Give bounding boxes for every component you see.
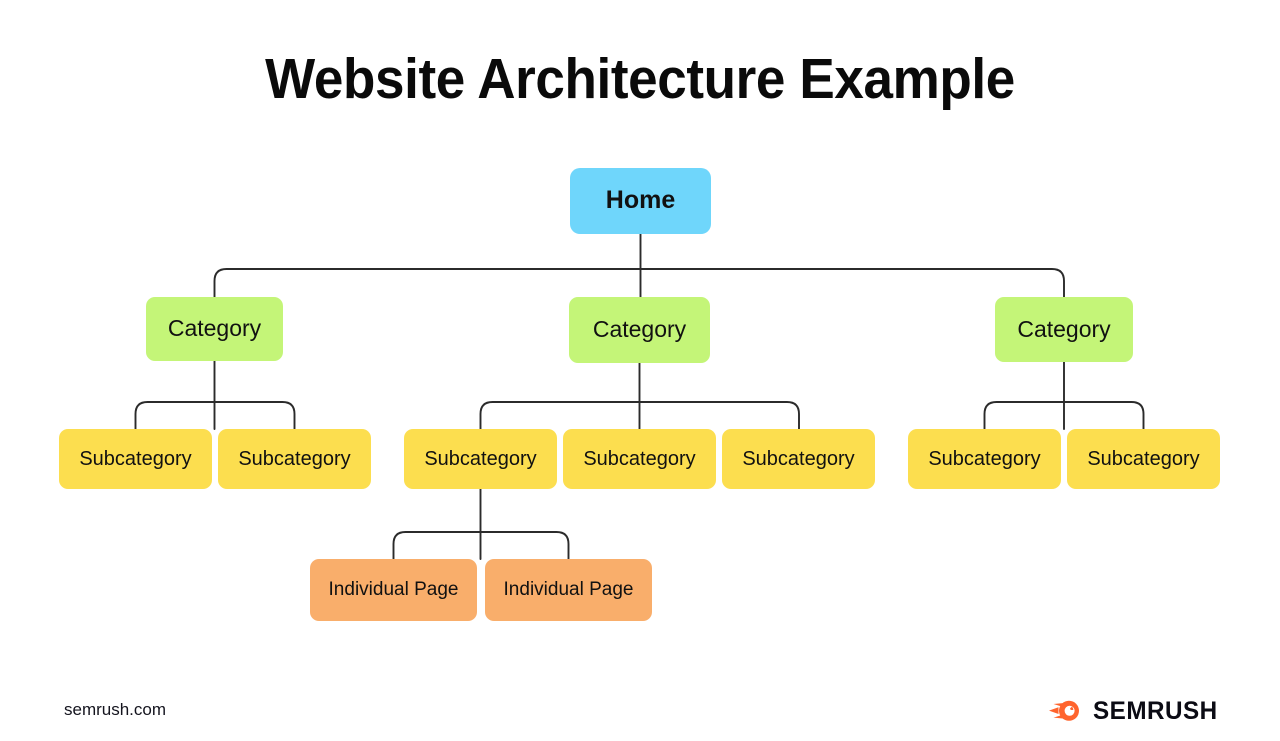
edge-cat2-bus xyxy=(479,401,800,430)
node-subcategory-4[interactable]: Subcategory xyxy=(563,429,716,489)
node-category-2[interactable]: Category xyxy=(569,297,710,363)
node-label: Subcategory xyxy=(1087,448,1200,470)
edge-sub3-bus xyxy=(392,531,570,560)
semrush-logo: SEMRUSH xyxy=(1048,697,1222,725)
edge-home-bus xyxy=(213,268,1065,298)
semrush-wordmark: SEMRUSH xyxy=(1093,696,1219,725)
node-label: Subcategory xyxy=(583,448,696,470)
semrush-comet-icon xyxy=(1049,700,1080,721)
node-subcategory-1[interactable]: Subcategory xyxy=(59,429,212,489)
node-home[interactable]: Home xyxy=(570,168,711,234)
node-individual-page-2[interactable]: Individual Page xyxy=(485,559,652,621)
node-category-3[interactable]: Category xyxy=(995,297,1133,362)
node-label: Category xyxy=(592,316,687,343)
page-title: Website Architecture Example xyxy=(265,47,1015,111)
node-label: Subcategory xyxy=(742,448,855,470)
node-label: Individual Page xyxy=(503,578,634,600)
node-label: Subcategory xyxy=(238,448,351,470)
node-subcategory-6[interactable]: Subcategory xyxy=(908,429,1061,489)
node-subcategory-3[interactable]: Subcategory xyxy=(404,429,557,489)
node-label: Subcategory xyxy=(424,448,537,470)
node-label: Category xyxy=(1017,315,1111,342)
node-label: Subcategory xyxy=(928,448,1041,470)
node-category-1[interactable]: Category xyxy=(146,297,283,361)
node-subcategory-5[interactable]: Subcategory xyxy=(722,429,875,489)
node-label: Individual Page xyxy=(328,578,459,600)
footer-url: semrush.com xyxy=(64,700,167,719)
edge-cat3-bus xyxy=(983,401,1145,430)
node-subcategory-2[interactable]: Subcategory xyxy=(218,429,371,489)
node-label: Home xyxy=(605,186,676,215)
node-individual-page-1[interactable]: Individual Page xyxy=(310,559,477,621)
edge-cat1-bus xyxy=(134,401,296,430)
node-label: Subcategory xyxy=(79,448,192,470)
node-subcategory-7[interactable]: Subcategory xyxy=(1067,429,1220,489)
node-label: Category xyxy=(167,315,262,342)
